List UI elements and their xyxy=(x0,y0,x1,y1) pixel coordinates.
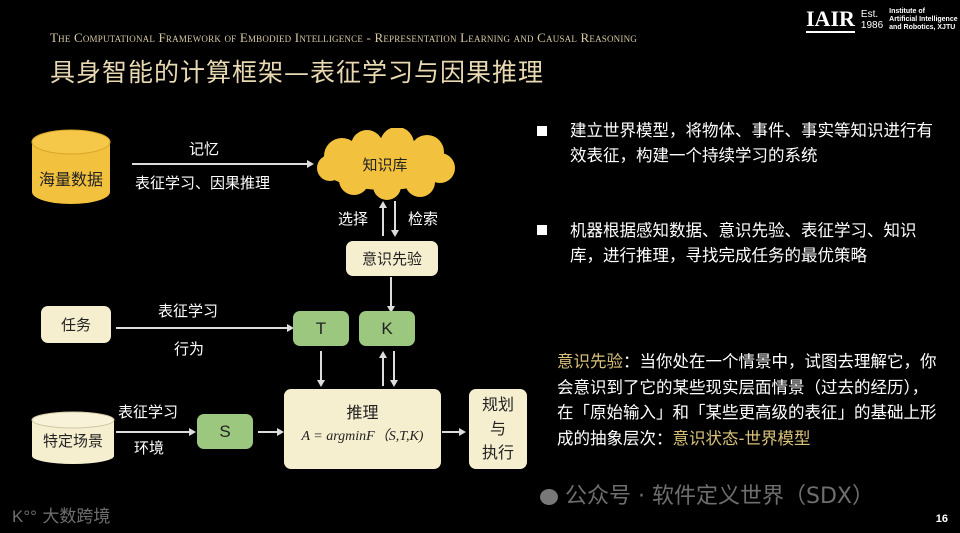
k-node: K xyxy=(359,311,415,346)
repr-causal-label: 表征学习、因果推理 xyxy=(135,174,271,192)
arrow-line xyxy=(320,351,322,381)
conscious-prior-paragraph: 意识先验：当你处在一个情景中，试图去理解它，你会意识到了它的某些现实层面情景（过… xyxy=(557,349,942,451)
scene-cylinder-icon xyxy=(31,411,115,464)
memory-label: 记忆 xyxy=(189,140,220,158)
bullet-text: 建立世界模型，将物体、事件、事实等知识进行有效表征，构建一个持续学习的系统 xyxy=(570,121,933,165)
database-cylinder-icon xyxy=(31,129,111,204)
massive-data-node: 海量数据 xyxy=(38,170,103,189)
arrow-head-icon xyxy=(287,324,294,332)
task-node: 任务 xyxy=(41,306,111,343)
arrow-down-icon xyxy=(390,380,398,387)
arrow-line xyxy=(382,206,384,236)
arrow-up-icon xyxy=(379,201,387,208)
arrow-line xyxy=(390,277,392,307)
arrow-down-icon xyxy=(317,380,325,387)
arrow-head-icon xyxy=(459,428,466,436)
arrow-head-icon xyxy=(307,160,314,168)
watermark-left-text: 大数跨境 xyxy=(42,507,111,527)
reasoning-formula: A = argminF（S,T,K) xyxy=(301,429,424,444)
arrow-line xyxy=(394,201,396,231)
arrow-head-icon xyxy=(277,428,284,436)
logo-est-year: 1986 xyxy=(860,20,884,31)
scene-node: 特定场景 xyxy=(42,431,103,450)
bullet-square-icon xyxy=(537,225,547,235)
execute-text: 执行 xyxy=(481,443,514,462)
plan-text: 规划 xyxy=(481,395,514,414)
retrieve-label: 检索 xyxy=(408,210,439,228)
logo-text: IAIR xyxy=(806,6,855,33)
plan-execute-node: 规划 与 执行 xyxy=(469,389,527,469)
s-node: S xyxy=(197,414,253,449)
logo-est-label: Est. xyxy=(860,9,879,20)
logo-institute: Institute of Artificial Intelligence and… xyxy=(889,8,957,32)
and-text: 与 xyxy=(489,419,506,438)
task-repr-label: 表征学习 xyxy=(158,302,219,320)
arrow-line xyxy=(116,327,288,329)
logo-est: Est. 1986 xyxy=(861,9,883,31)
select-label: 选择 xyxy=(338,210,369,228)
arrow-down-icon xyxy=(387,306,395,313)
arrow-line xyxy=(132,163,308,165)
scene-env-label: 环境 xyxy=(134,439,165,457)
slide-title: 具身智能的计算框架—表征学习与因果推理 xyxy=(50,58,545,87)
logo-inst-line: Artificial Intelligence xyxy=(889,16,958,23)
page-number: 16 xyxy=(935,513,948,525)
paragraph-body: ：当你处在一个情景中，试图去理解它，你会意识到了它的某些现实层面情景（过去的经历… xyxy=(557,352,937,448)
bullet-text: 机器根据感知数据、意识先验、表征学习、知识库，进行推理，寻找完成任务的最优策略 xyxy=(570,221,917,265)
watermark-right-text: 公众号 · 软件定义世界（SDX） xyxy=(565,484,874,509)
end-highlight: 意识状态-世界模型 xyxy=(672,428,811,448)
arrow-line xyxy=(116,431,190,433)
watermark-left: K°° 大数跨境 xyxy=(12,502,110,527)
term-highlight: 意识先验 xyxy=(557,352,623,371)
knowledge-base-node: 知识库 xyxy=(362,155,408,174)
arrow-down-icon xyxy=(391,230,399,237)
arrow-up-icon xyxy=(379,351,387,358)
iair-logo: IAIR Est. 1986 Institute of Artificial I… xyxy=(806,8,958,33)
wechat-icon xyxy=(540,489,558,505)
arrow-line xyxy=(382,356,384,386)
arrow-line xyxy=(258,431,278,433)
cloud-icon xyxy=(317,128,455,200)
bullet-square-icon xyxy=(537,126,547,136)
task-behavior-label: 行为 xyxy=(174,340,205,358)
t-node: T xyxy=(293,311,349,346)
arrow-head-icon xyxy=(189,428,196,436)
reasoning-title: 推理 xyxy=(346,403,379,422)
logo-inst-line: Institute of xyxy=(889,8,925,15)
slide-subtitle: The Computational Framework of Embodied … xyxy=(50,30,637,45)
watermark-right: 公众号 · 软件定义世界（SDX） xyxy=(540,478,874,510)
conscious-prior-node: 意识先验 xyxy=(346,241,438,276)
arrow-line xyxy=(442,431,460,433)
watermark-logo-icon: K°° xyxy=(12,507,37,526)
logo-inst-line: and Robotics, XJTU xyxy=(889,24,956,31)
reasoning-node: 推理 A = argminF（S,T,K) xyxy=(284,389,441,469)
scene-repr-label: 表征学习 xyxy=(118,403,179,421)
arrow-line xyxy=(393,351,395,381)
